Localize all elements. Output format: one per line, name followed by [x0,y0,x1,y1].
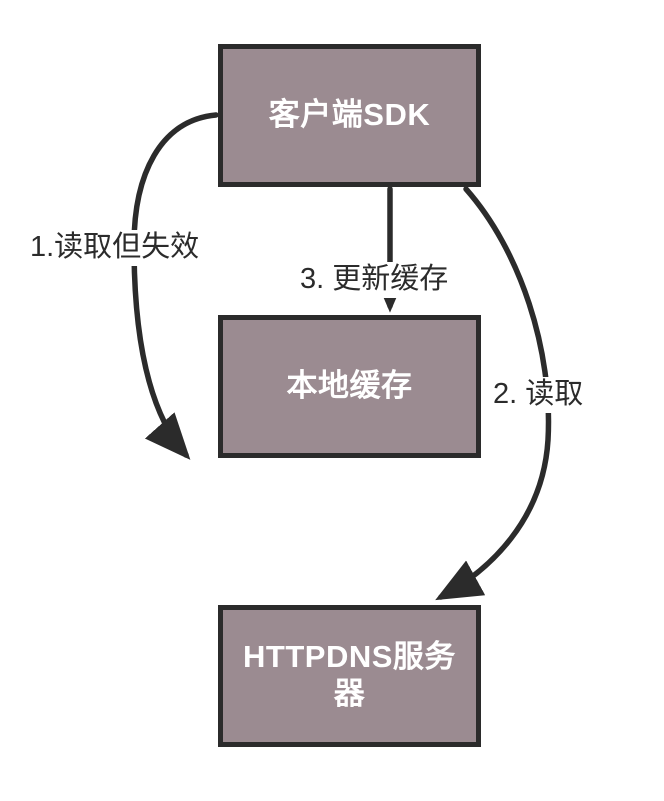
node-httpdns-server[interactable]: HTTPDNS服务器 [218,605,481,747]
edge-label-read-but-expired: 1.读取但失效 [27,230,203,266]
edge-2-path [435,186,552,601]
edge-label-read: 2. 读取 [489,377,588,413]
node-client-sdk[interactable]: 客户端SDK [218,44,481,187]
node-local-cache-label: 本地缓存 [286,368,413,404]
node-httpdns-server-label: HTTPDNS服务器 [243,639,456,711]
node-local-cache[interactable]: 本地缓存 [218,315,481,458]
node-client-sdk-label: 客户端SDK [268,97,431,133]
edge-1-path [131,112,219,460]
edge-label-update-cache: 3. 更新缓存 [296,262,453,298]
